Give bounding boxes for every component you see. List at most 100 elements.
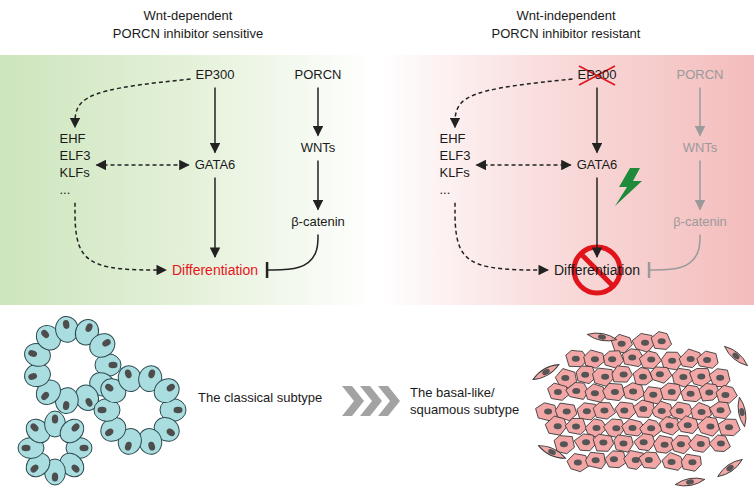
nucleus	[581, 372, 589, 378]
nucleus	[574, 460, 582, 466]
cell-body	[537, 442, 567, 461]
tumor-cell	[710, 402, 731, 419]
tumor-cell	[545, 416, 567, 435]
loss-cross	[579, 66, 615, 85]
chevron	[360, 386, 382, 416]
tumor-cell	[677, 416, 698, 434]
activation-arrow	[214, 177, 216, 256]
nucleus	[147, 441, 156, 452]
nucleus	[705, 389, 713, 395]
nucleus	[725, 464, 735, 473]
tumor-cell	[584, 350, 605, 368]
nucleus	[561, 375, 569, 381]
nucleus	[645, 457, 653, 463]
gene-node: WNTs	[680, 139, 721, 158]
gene-label: PORCN	[677, 67, 724, 82]
panel-heading: Wnt-dependentPORCN inhibitor sensitive	[0, 7, 376, 42]
spindle-cell	[537, 442, 567, 461]
spindle-cell	[722, 344, 749, 369]
prohibition-bar	[581, 254, 613, 286]
panel-band: Wnt-independentPORCN inhibitor resistant…	[378, 55, 754, 305]
nucleus	[572, 356, 580, 362]
cell-body	[722, 344, 749, 369]
spindle-cell	[587, 331, 618, 343]
tumor-cell	[681, 454, 701, 471]
activation-arrow	[214, 87, 216, 152]
nucleus	[572, 424, 580, 430]
nucleus	[628, 425, 636, 431]
nucleus	[544, 409, 552, 415]
nucleus	[27, 349, 37, 358]
nucleus	[591, 356, 599, 362]
activation-arrow	[317, 87, 319, 135]
nucleus	[582, 439, 590, 445]
heading-text: PORCN inhibitor resistant	[378, 25, 754, 43]
gene-label: WNTs	[683, 140, 718, 155]
nucleus	[29, 463, 40, 474]
cell-body	[531, 361, 560, 382]
gene-node: Differentiation	[169, 260, 261, 280]
activation-arrow	[455, 79, 572, 127]
gene-label: Differentiation	[172, 262, 258, 278]
tumor-cell	[639, 351, 661, 369]
gene-node: Differentiation	[551, 260, 643, 280]
tumor-cell	[660, 383, 681, 400]
nucleus	[658, 408, 666, 414]
tumor-cell	[574, 434, 596, 451]
cell-body	[149, 374, 183, 408]
nucleus	[649, 392, 657, 398]
tumor-cell	[603, 419, 625, 438]
chevron	[378, 386, 400, 416]
gene-node: WNTs	[298, 139, 339, 158]
nucleus	[698, 409, 706, 415]
nucleus	[554, 389, 562, 395]
gene-node: EP300	[192, 66, 237, 85]
basal-cells	[531, 331, 749, 488]
nucleus	[647, 425, 655, 431]
nucleus	[62, 320, 70, 330]
nucleus	[668, 389, 676, 395]
cell-body	[675, 476, 706, 488]
nucleus	[600, 407, 608, 413]
nucleus	[174, 407, 183, 413]
gene-label: EP300	[577, 67, 616, 82]
nucleus	[572, 388, 580, 394]
inhibition-connector	[649, 234, 700, 270]
activation-arrow	[699, 87, 701, 135]
cell-body	[55, 414, 88, 447]
nucleus	[620, 372, 628, 378]
cross-stroke	[579, 66, 615, 85]
tumor-cell	[593, 434, 613, 451]
heading-text: PORCN inhibitor sensitive	[0, 25, 376, 43]
gene-label: EHF ELF3 KLFs ...	[439, 131, 470, 197]
tumor-cell	[615, 402, 636, 419]
activation-arrow	[317, 160, 319, 209]
nucleus	[84, 397, 94, 408]
tumor-cell	[718, 419, 740, 436]
nucleus	[608, 356, 616, 362]
epithelial-cell	[85, 329, 119, 362]
gene-node: EHF ELF3 KLFs ...	[436, 130, 473, 200]
tumor-cell	[548, 383, 569, 400]
spindle-cell	[716, 457, 745, 480]
activation-arrow	[97, 164, 189, 166]
nucleus	[658, 338, 666, 344]
nucleus	[563, 408, 571, 414]
nucleus	[101, 338, 112, 348]
nucleus	[739, 408, 746, 417]
nucleus	[165, 382, 176, 392]
gene-label: GATA6	[195, 157, 236, 172]
gene-node: EP300	[574, 66, 619, 85]
nucleus	[560, 441, 568, 447]
nucleus	[640, 439, 648, 445]
nucleus	[40, 390, 51, 401]
cell-body	[85, 329, 119, 362]
nucleus	[593, 425, 601, 431]
progression-chevrons	[342, 386, 400, 416]
nucleus	[165, 427, 176, 437]
nucleus	[84, 322, 94, 333]
tumor-cell	[716, 385, 737, 403]
gene-label: β-catenin	[291, 214, 345, 229]
nucleus	[688, 459, 696, 465]
